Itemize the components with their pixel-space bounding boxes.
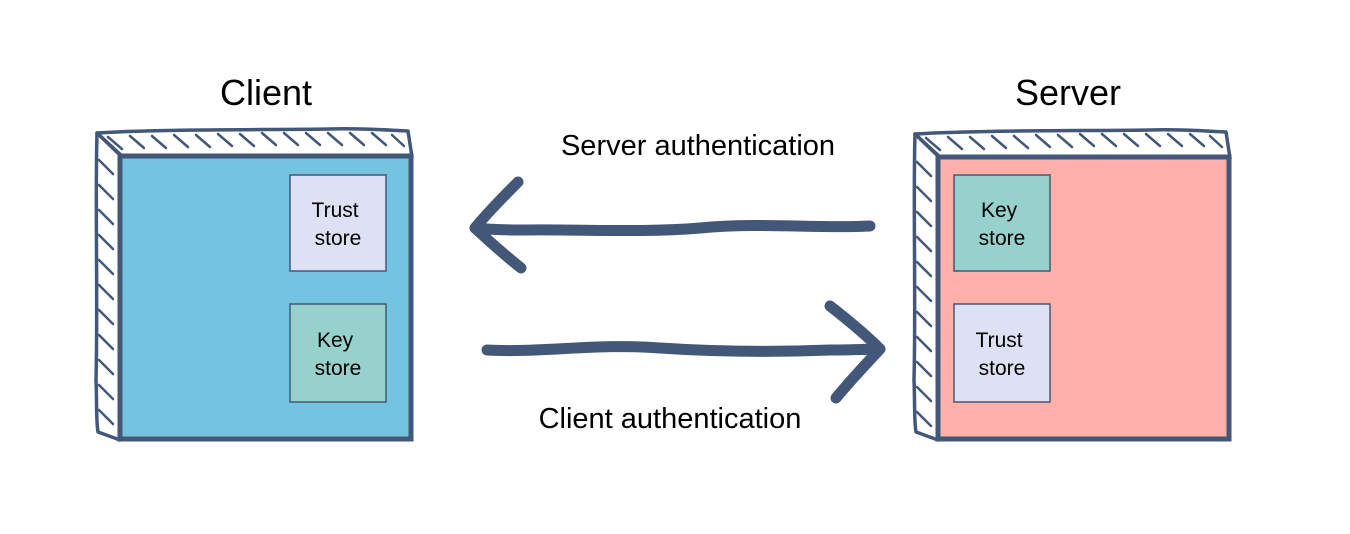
client-key-store: Key store xyxy=(289,303,387,403)
client-to-server-arrow xyxy=(481,341,886,357)
client-to-server-arrowhead xyxy=(824,300,886,404)
server-title: Server xyxy=(1015,72,1121,113)
server-trust-store-line2: store xyxy=(979,357,1026,380)
server-key-store-line2: store xyxy=(979,227,1026,250)
server-authentication-flow: Server authentication xyxy=(469,130,876,274)
server-key-store: Key store xyxy=(953,174,1051,272)
client-node: Client Trust store xyxy=(94,72,414,442)
server-authentication-label: Server authentication xyxy=(561,130,835,162)
client-authentication-flow: Client authentication xyxy=(481,300,886,435)
client-trust-store-line2: store xyxy=(315,227,362,250)
svg-text:Trust store: Trust store xyxy=(312,199,365,250)
client-key-store-line1: Key xyxy=(317,329,354,352)
svg-text:Key store: Key store xyxy=(315,329,362,380)
server-to-client-arrow xyxy=(469,219,876,237)
client-key-store-line2: store xyxy=(315,357,362,380)
server-key-store-line1: Key xyxy=(981,199,1018,222)
client-trust-store-line1: Trust xyxy=(312,199,359,222)
server-box-edge xyxy=(912,127,1232,442)
server-to-client-arrowhead xyxy=(469,176,527,274)
server-trust-store: Trust store xyxy=(953,303,1051,403)
server-node: Server Key store xyxy=(912,72,1232,442)
svg-text:Key store: Key store xyxy=(979,199,1026,250)
client-box-edge xyxy=(94,126,414,442)
client-title: Client xyxy=(220,72,312,113)
svg-text:Trust store: Trust store xyxy=(976,329,1029,380)
client-authentication-label: Client authentication xyxy=(539,403,802,435)
client-trust-store: Trust store xyxy=(289,174,387,272)
server-trust-store-line1: Trust xyxy=(976,329,1023,352)
